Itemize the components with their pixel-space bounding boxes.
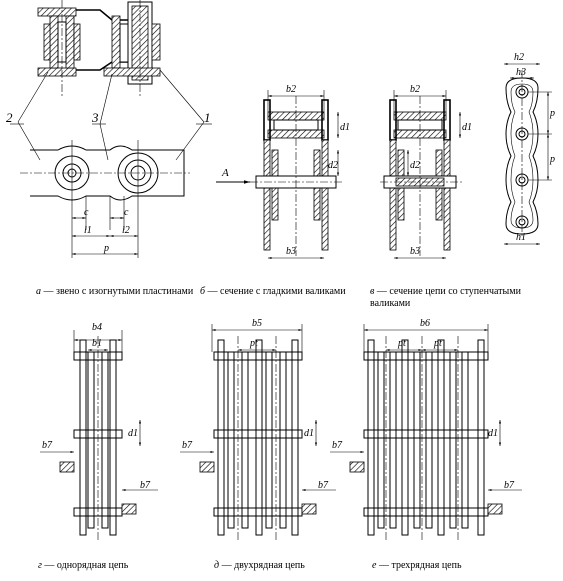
panel-a-top-section	[37, 0, 161, 96]
panel-d-double-strand: b5 pt d1 b7 b7	[180, 318, 336, 540]
g-dim-d1: d1	[128, 428, 138, 439]
view-arrow-a: A	[221, 167, 229, 179]
dim-l2: l2	[122, 225, 130, 236]
g-dim-b7-left: b7	[42, 440, 53, 451]
panel-g-single-strand: b4 b1 d1 b7 b7	[40, 322, 158, 540]
d-dim-b7-right: b7	[318, 480, 329, 491]
callout-3: 3	[91, 110, 99, 125]
d-dim-b5: b5	[252, 318, 262, 329]
panel-e-triple-strand: b6 pt pt d1 b7 b7	[330, 318, 522, 540]
caption-d: д — двухрядная цепь	[214, 560, 305, 571]
v-dim-d2: d2	[410, 160, 420, 171]
dim-c-right: c	[124, 207, 129, 218]
v-dim-b3: b3	[410, 246, 420, 257]
panel-a-bent-link: 2 3 1 c c l1 l2 p	[6, 0, 212, 258]
g-dim-b7-right: b7	[140, 480, 151, 491]
e-dim-pt-left: pt	[397, 338, 406, 349]
b-dim-b3: b3	[286, 246, 296, 257]
b-dim-d1: d1	[340, 122, 350, 133]
caption-v: в — сечение цепи со ступенчатыми валикам…	[370, 286, 521, 309]
g-dim-b4: b4	[92, 322, 102, 333]
panel-a-plan-view	[20, 140, 190, 258]
plate-dim-p-upper: p	[549, 108, 555, 119]
dim-c-left: c	[84, 207, 89, 218]
caption-a: а — звено с изогнутыми пластинами	[36, 286, 194, 297]
b-dim-d2: d2	[328, 160, 338, 171]
e-dim-b7-right: b7	[504, 480, 515, 491]
v-dim-d1: d1	[462, 122, 472, 133]
plate-dim-h1: h1	[516, 232, 526, 243]
d-dim-b7-left: b7	[182, 440, 193, 451]
caption-b: б — сечение с гладкими валиками	[200, 286, 346, 297]
v-dim-b2: b2	[410, 84, 420, 95]
plate-dim-h2: h2	[514, 52, 524, 63]
e-dim-pt-right: pt	[433, 338, 442, 349]
b-dim-b2: b2	[286, 84, 296, 95]
plate-dim-h3: h3	[516, 67, 526, 78]
panel-b-plain-pin-section: A b2 d1 d2 b3	[216, 84, 350, 260]
g-dim-b1: b1	[92, 338, 102, 349]
plate-dim-p-lower: p	[549, 154, 555, 165]
callout-1: 1	[204, 110, 211, 125]
e-dim-d1: d1	[488, 428, 498, 439]
panel-plate-view: h2 h3 p p h1	[504, 52, 555, 246]
dim-p: p	[103, 243, 109, 254]
e-dim-b6: b6	[420, 318, 430, 329]
dim-l1: l1	[84, 225, 92, 236]
caption-e: е — трехрядная цепь	[372, 560, 462, 571]
e-dim-b7-left: b7	[332, 440, 343, 451]
callout-2: 2	[6, 110, 13, 125]
panel-v-stepped-pin-section: b2 d1 d2 b3	[380, 84, 472, 260]
d-dim-pt: pt	[249, 338, 258, 349]
caption-g: г — однорядная цепь	[38, 560, 129, 571]
d-dim-d1: d1	[304, 428, 314, 439]
